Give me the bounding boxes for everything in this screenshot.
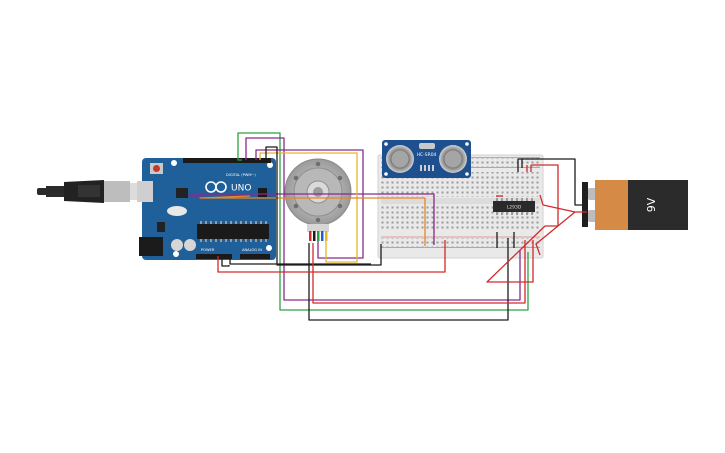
ultrasonic-sensor[interactable]: HC-SR04 <box>382 140 471 178</box>
analog-pins-label: ANALOG IN <box>242 248 262 252</box>
dc-motor[interactable] <box>284 158 352 241</box>
arduino-uno-board[interactable]: UNO DIGITAL (PWM~) POWER ANALOG IN <box>137 158 276 260</box>
wire-black-2 <box>229 256 371 265</box>
wire-purple-2 <box>255 149 364 259</box>
wire-purple-1 <box>245 137 521 301</box>
battery-9v[interactable]: 9V <box>582 180 688 230</box>
wire-yellow-1 <box>259 152 358 263</box>
power-pins-label: POWER <box>201 248 215 252</box>
board-model-label: UNO <box>231 184 251 194</box>
power-jack <box>139 237 163 256</box>
battery-voltage-label: 9V <box>645 197 658 212</box>
wire-black-4 <box>308 238 509 321</box>
wires <box>189 132 587 321</box>
wire-red-5 <box>535 211 576 256</box>
digital-header[interactable] <box>183 158 271 163</box>
driver-chip-label: L293D <box>507 205 522 211</box>
sensor-label: HC-SR04 <box>417 152 437 158</box>
reset-button[interactable] <box>153 165 160 172</box>
wire-black-battery <box>518 158 585 206</box>
power-header[interactable] <box>196 254 232 259</box>
wire-orange-1 <box>199 195 426 246</box>
wire-purple-3 <box>189 193 435 245</box>
wire-red-4 <box>542 204 587 213</box>
arduino-logo-icon <box>205 181 227 193</box>
wire-green-1 <box>237 132 529 311</box>
wire-black-1 <box>265 146 382 266</box>
analog-header[interactable] <box>240 254 270 259</box>
wire-red-2 <box>312 240 526 304</box>
wire-red-1 <box>217 240 446 273</box>
digital-pins-label: DIGITAL (PWM~) <box>226 173 256 177</box>
usb-cable <box>37 180 152 203</box>
motor-driver-chip[interactable]: L293D <box>493 198 535 215</box>
atmega-chip <box>197 224 269 239</box>
wire-red-bb-3 <box>539 194 544 206</box>
wire-red-3 <box>486 164 559 283</box>
wire-black-3 <box>221 256 230 267</box>
